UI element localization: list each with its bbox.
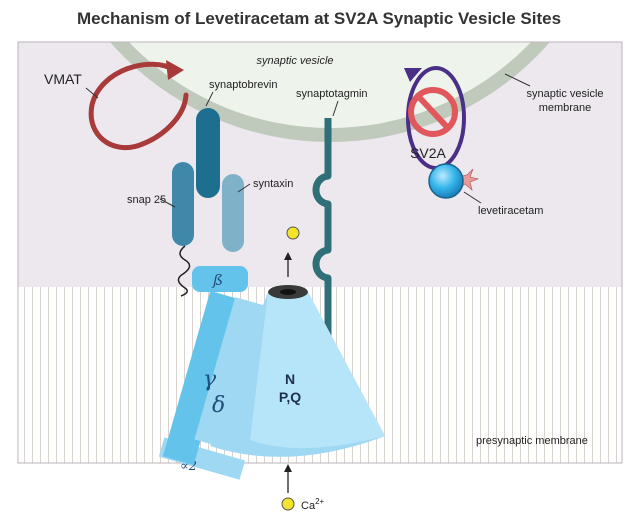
- vmat-label: VMAT: [44, 71, 82, 87]
- sv2a-label: SV2A: [410, 145, 446, 161]
- vesicle-membrane-label-1: synaptic vesicle: [526, 88, 603, 100]
- snap25-tail: [177, 245, 191, 297]
- vmat-arrowhead: [166, 60, 184, 80]
- syntaxin: [222, 174, 244, 252]
- synaptotagmin: synaptotagmin: [296, 88, 368, 390]
- synaptobrevin: [196, 108, 220, 198]
- sv2a-protein: [428, 163, 464, 199]
- snap25-leader: [159, 198, 176, 208]
- synaptobrevin-label: synaptobrevin: [209, 79, 278, 91]
- pore-center: [280, 289, 296, 295]
- alpha1-pore-shade: [250, 292, 385, 449]
- syntaxin-leader: [237, 183, 251, 193]
- gamma-label: γ: [203, 367, 217, 392]
- vmat-transporter: VMAT: [44, 60, 189, 151]
- synaptotagmin-leader: [332, 100, 339, 117]
- channel-type-label-2: P,Q: [279, 389, 301, 405]
- delta-label: δ: [212, 393, 225, 418]
- no-sign-slash: [415, 93, 451, 131]
- calcium-label: Ca2+: [301, 497, 325, 512]
- vesicle-membrane-leader: [504, 73, 531, 87]
- gamma-subunit: [162, 290, 242, 466]
- synaptobrevin-leader: [205, 91, 214, 107]
- beta-subunit: [192, 266, 248, 292]
- beta-label: ß: [211, 271, 223, 289]
- sv2a-arrowhead: [404, 68, 422, 82]
- snap25: [172, 162, 194, 246]
- panel-border: [17, 41, 623, 464]
- synaptic-vesicle-label: synaptic vesicle: [256, 55, 333, 67]
- calcium-channel: ∝2 γ δ N P,Q ß: [158, 266, 385, 480]
- released-calcium-ion: [286, 226, 300, 240]
- calcium-symbol: Ca: [301, 500, 316, 512]
- snare-complex: synaptobrevin snap 25 syntaxin: [127, 79, 293, 297]
- calcium-influx: Ca2+: [281, 464, 325, 512]
- sv2a-complex: SV2A levetiracetam: [404, 66, 543, 217]
- influx-arrowhead: [284, 464, 292, 472]
- vmat-leader: [85, 87, 99, 99]
- snap25-label: snap 25: [127, 194, 166, 206]
- diagram-title: Mechanism of Levetiracetam at SV2A Synap…: [77, 9, 561, 28]
- syntaxin-label: syntaxin: [253, 178, 293, 190]
- calcium-ion: [281, 497, 295, 511]
- vmat-arrow: [88, 61, 189, 151]
- levetiracetam-leader: [463, 191, 482, 204]
- calcium-charge: 2+: [315, 497, 324, 506]
- channel-type-label-1: N: [285, 371, 295, 387]
- levetiracetam-label: levetiracetam: [478, 205, 543, 217]
- no-sign-icon: [408, 87, 458, 137]
- synaptotagmin-strand: [312, 118, 332, 390]
- synaptotagmin-label: synaptotagmin: [296, 88, 368, 100]
- presynaptic-membrane-label: presynaptic membrane: [476, 435, 588, 447]
- efflux-arrowhead: [284, 252, 292, 260]
- vesicle-membrane-label-2: membrane: [539, 102, 592, 114]
